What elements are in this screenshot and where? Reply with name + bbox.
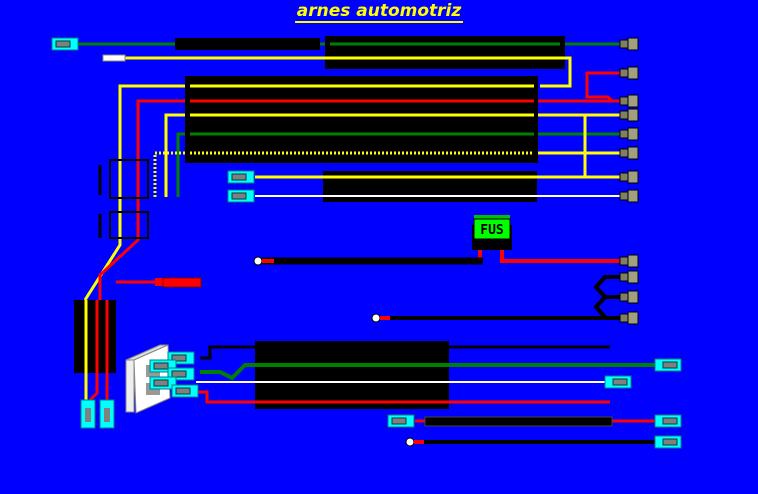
- diagram-title: arnes automotriz: [294, 1, 464, 23]
- fuse-label: FUS: [480, 223, 504, 238]
- wire-red-top-right: [585, 71, 622, 103]
- wires-main-right: [538, 99, 622, 177]
- fuse: FUS: [472, 215, 512, 258]
- wires-main-left: [83, 84, 185, 301]
- wire-red-bottom-1: [415, 416, 655, 427]
- terminal-connector-male: [619, 94, 639, 108]
- terminal-connector-male: [619, 170, 639, 184]
- terminal-connector-female: [387, 414, 415, 428]
- wire-black-y-split: [593, 275, 622, 319]
- terminal-connector-male: [80, 399, 96, 429]
- terminal-connector-female: [227, 170, 255, 184]
- terminal-connector-female: [149, 376, 177, 390]
- terminal-connector-male: [619, 311, 639, 325]
- terminal-connector-male: [619, 37, 639, 51]
- wire-clamps: [98, 159, 149, 239]
- loom-main: [185, 76, 538, 163]
- terminal-connector-male: [619, 189, 639, 203]
- terminal-connector-female: [654, 414, 682, 428]
- wire-black-bottom-2: [405, 437, 655, 447]
- terminal-connector-male: [102, 54, 126, 62]
- loom-left-bottom: [74, 300, 116, 402]
- terminal-connector-female: [604, 375, 632, 389]
- terminal-connector-female: [51, 37, 79, 51]
- ring-terminal-fuse: [253, 256, 274, 266]
- terminal-connector-male: [619, 270, 639, 284]
- terminal-connector-female: [654, 435, 682, 449]
- terminal-connector-male: [619, 146, 639, 160]
- terminal-connector-male: [619, 290, 639, 304]
- terminal-connector-male: [619, 254, 639, 268]
- terminal-connector-female: [171, 384, 199, 398]
- wire-red-plug: [116, 277, 202, 288]
- ring-terminal-ground: [371, 313, 390, 323]
- loom-top: [325, 36, 565, 69]
- wire-yellow-top: [125, 56, 572, 88]
- connectors: [51, 37, 682, 449]
- sleeve-top-left: [175, 38, 320, 50]
- terminal-connector-male: [619, 66, 639, 80]
- wire-red-fuse: [500, 255, 622, 263]
- terminal-connector-male: [619, 108, 639, 122]
- terminal-connector-female: [227, 189, 255, 203]
- loom-bottom: [196, 341, 655, 409]
- terminal-connector-male: [619, 127, 639, 141]
- terminal-connector-male: [99, 399, 115, 429]
- terminal-connector-female: [654, 358, 682, 372]
